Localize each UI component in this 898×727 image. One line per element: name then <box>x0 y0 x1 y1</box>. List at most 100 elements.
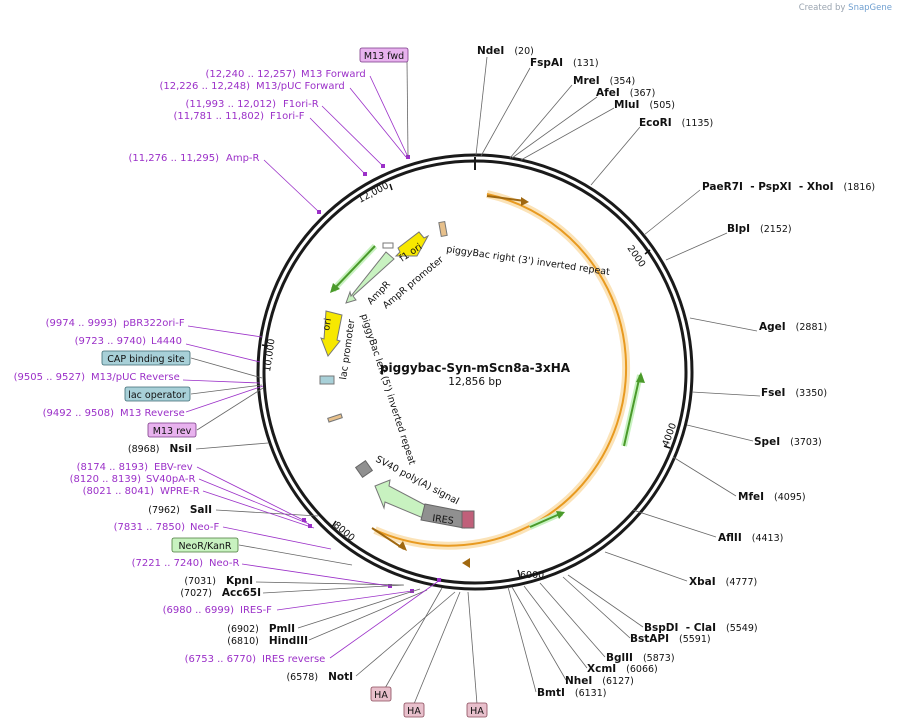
green-arrow-2-head <box>556 511 565 519</box>
lac-operator-box[interactable]: lac operator <box>124 386 191 402</box>
primer-wpre-r-range: (8021 .. 8041) <box>83 486 155 497</box>
leader-noti <box>355 591 456 677</box>
primer-m13-reverse-range-text: (9492 .. 9508) <box>43 408 115 419</box>
leader-ires-f <box>276 590 413 611</box>
f1-ori-feature <box>394 231 430 257</box>
primer-ebv-rev[interactable]: EBV-rev <box>154 462 193 473</box>
leader-acc65i <box>262 584 405 594</box>
primer-ires-reverse-range: (6753 .. 6770) <box>185 654 257 665</box>
site-sali[interactable]: (7962)SalI <box>148 504 212 516</box>
primer-sv40pa-r-range: (8120 .. 8139) <box>70 474 142 485</box>
primer-ires-f[interactable]: IRES-F <box>240 605 272 616</box>
site-xbai[interactable]: XbaI (4777) <box>689 576 757 588</box>
site-xbai-pos: (4777) <box>726 577 758 588</box>
site-afei[interactable]: AfeI(367) <box>596 87 655 99</box>
m13-rev-box[interactable]: M13 rev <box>147 422 197 438</box>
site-kpni[interactable]: (7031)KpnI <box>184 575 253 587</box>
piggybac-left-feature <box>327 413 343 423</box>
site-hindiii[interactable]: (6810)HindIII <box>227 635 308 647</box>
site-bstapi-name: BstAPI <box>630 633 669 645</box>
ha-box-1[interactable]: HA <box>370 686 392 702</box>
primer-mark-9 <box>437 578 441 582</box>
primer-labels: (12,240 .. 12,257) M13 Forward (12,226 .… <box>14 69 366 665</box>
primer-l4440-range: (9723 .. 9740) <box>75 336 147 347</box>
lac-operator-box-bg <box>124 386 191 402</box>
ha-box-1-bg <box>370 686 392 702</box>
primer-neo-r[interactable]: Neo-R <box>209 558 240 569</box>
m13-fwd-box-bg <box>359 47 409 63</box>
primer-f1ori-r[interactable]: F1ori-R <box>283 99 319 110</box>
ires-label: IRES <box>432 513 455 527</box>
site-fspai-pos: (131) <box>573 58 599 69</box>
site-fsei[interactable]: FseI(3350) <box>761 387 827 399</box>
primer-f1ori-f[interactable]: F1ori-F <box>270 111 305 122</box>
m13-fwd-box[interactable]: M13 fwd <box>359 47 409 63</box>
green-arrow-1-head <box>636 372 645 383</box>
site-mfei[interactable]: MfeI(4095) <box>738 491 806 503</box>
site-blpi[interactable]: BlpI(2152) <box>727 223 792 235</box>
site-fsei-name: FseI <box>761 387 785 399</box>
site-nsii[interactable]: (8968)NsiI <box>128 443 192 455</box>
site-bglii[interactable]: BglII(5873) <box>606 652 675 664</box>
primer-m13-puc-reverse-range-text: (9505 .. 9527) <box>14 372 86 383</box>
site-nhei[interactable]: NheI(6127) <box>565 675 634 687</box>
ori-label: ori <box>321 317 334 331</box>
primer-amp-r[interactable]: Amp-R <box>226 153 260 164</box>
primer-m13-puc-forward[interactable]: M13/pUC Forward <box>256 81 345 92</box>
primer-m13-puc-reverse[interactable]: M13/pUC Reverse <box>91 372 180 383</box>
site-ecori[interactable]: EcoRI(1135) <box>639 117 713 129</box>
leader-xhoi <box>643 189 701 236</box>
site-spei[interactable]: SpeI(3703) <box>754 436 822 448</box>
neo-box[interactable]: NeoR/KanR <box>171 537 239 553</box>
primer-ebv-rev-range-text: (8174 .. 8193) <box>77 462 149 473</box>
primer-wpre-r[interactable]: WPRE-R <box>160 486 200 497</box>
site-mrei-name: MreI <box>573 75 600 87</box>
site-mrei[interactable]: MreI (354) <box>573 75 635 87</box>
site-xhoi[interactable]: PaeR7I - PspXI - XhoI(1816) <box>702 181 875 193</box>
primer-sv40pa-r[interactable]: SV40pA-R <box>146 474 195 485</box>
primer-pbr322ori-f[interactable]: pBR322ori-F <box>123 318 185 329</box>
primer-m13-reverse[interactable]: M13 Reverse <box>120 408 185 419</box>
ha-box-3[interactable]: HA <box>466 702 488 718</box>
ha-box-2[interactable]: HA <box>403 702 425 718</box>
site-agei[interactable]: AgeI(2881) <box>759 321 827 333</box>
site-ecori-name: EcoRI <box>639 117 672 129</box>
site-clai[interactable]: BspDI - ClaI(5549) <box>644 622 758 634</box>
leader-spei <box>686 424 754 442</box>
primer-ires-reverse[interactable]: IRES reverse <box>262 654 325 665</box>
site-aflii[interactable]: AflII(4413) <box>718 532 783 544</box>
leader-neo <box>238 544 353 566</box>
tick-6000 <box>517 569 521 578</box>
tick-8000 <box>331 520 337 528</box>
site-xcmi[interactable]: XcmI(6066) <box>587 663 658 675</box>
ampr-feature <box>345 251 395 304</box>
site-xbai-name: XbaI <box>689 576 716 588</box>
primer-l4440[interactable]: L4440 <box>151 336 182 347</box>
site-agei-name: AgeI <box>759 321 786 333</box>
primer-pbr322ori-f-range-text: (9974 .. 9993) <box>46 318 118 329</box>
site-acc65i[interactable]: (7027)Acc65I <box>180 587 261 599</box>
site-clai-pos: (5549) <box>726 623 758 634</box>
site-ndei[interactable]: NdeI(20) <box>477 45 534 57</box>
site-bstapi[interactable]: BstAPI(5591) <box>630 633 711 645</box>
site-kpni-pos: (7031) <box>184 576 216 587</box>
leader-ires-reverse <box>329 579 441 659</box>
m13-rev-label: M13 rev <box>153 426 192 437</box>
cap-binding-box[interactable]: CAP binding site <box>101 350 191 366</box>
ampr-promoter-feature <box>382 242 394 249</box>
primer-mark-6 <box>308 524 312 528</box>
primer-m13-forward-range-text: (12,240 .. 12,257) <box>206 69 297 80</box>
primer-wpre-r-range-text: (8021 .. 8041) <box>83 486 155 497</box>
primer-m13-forward[interactable]: M13 Forward <box>301 69 366 80</box>
site-pmli[interactable]: (6902)PmlI <box>227 623 295 635</box>
site-mrei-pos: (354) <box>610 76 636 87</box>
primer-neo-f[interactable]: Neo-F <box>190 522 220 533</box>
leader-sali <box>215 509 319 517</box>
site-ndei-name: NdeI <box>477 45 504 57</box>
site-fspai[interactable]: FspAI(131) <box>530 57 599 69</box>
site-mlui[interactable]: MluI(505) <box>614 99 675 111</box>
primer-m13-reverse-range: (9492 .. 9508) <box>43 408 115 419</box>
site-noti[interactable]: (6578)NotI <box>286 671 353 683</box>
site-bmti[interactable]: BmtI(6131) <box>537 687 606 699</box>
leader-bglii <box>539 582 606 658</box>
